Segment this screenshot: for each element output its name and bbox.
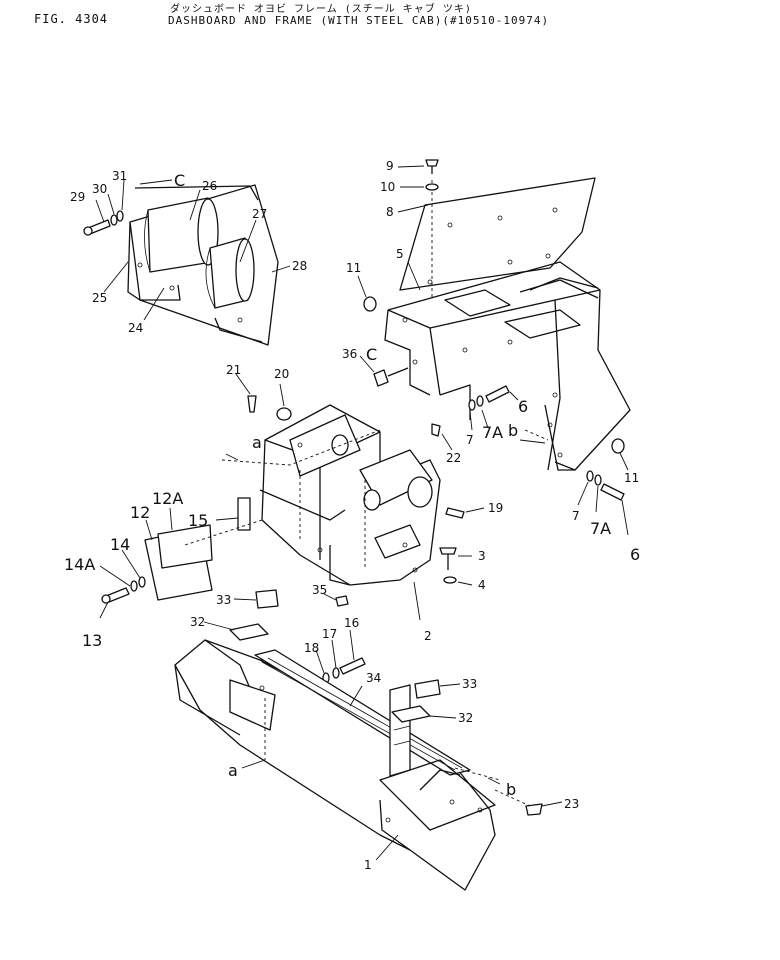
callout-7A-b: 7A xyxy=(590,519,611,538)
callout-14: 14 xyxy=(110,535,130,554)
bolt-9-icon xyxy=(425,159,439,167)
callout-5: 5 xyxy=(396,247,404,261)
ref-b-lower: b xyxy=(506,780,516,799)
figure-number: FIG. 4304 xyxy=(34,12,109,26)
callout-12: 12 xyxy=(130,503,150,522)
callout-7a: 7 xyxy=(466,433,474,447)
callout-35: 35 xyxy=(312,583,327,597)
ref-C-upper: C xyxy=(174,171,185,190)
bracket-15-icon xyxy=(237,497,251,531)
ref-C-lower: C xyxy=(366,345,377,364)
callout-25: 25 xyxy=(92,291,107,305)
callout-21: 21 xyxy=(226,363,241,377)
callout-30: 30 xyxy=(92,182,107,196)
callout-19: 19 xyxy=(488,501,503,515)
callout-8: 8 xyxy=(386,205,394,219)
callout-12A: 12A xyxy=(152,489,183,508)
callout-6a: 6 xyxy=(518,397,528,416)
callout-1: 1 xyxy=(364,858,372,872)
callout-14A: 14A xyxy=(64,555,95,574)
callout-34: 34 xyxy=(366,671,381,685)
pad-32-icon xyxy=(229,623,269,641)
callout-36: 36 xyxy=(342,347,357,361)
callout-7A-a: 7A xyxy=(482,423,503,442)
callout-9: 9 xyxy=(386,159,394,173)
callout-18: 18 xyxy=(304,641,319,655)
callout-29: 29 xyxy=(70,190,85,204)
stud-21-icon xyxy=(247,395,257,413)
callout-23: 23 xyxy=(564,797,579,811)
callout-17: 17 xyxy=(322,627,337,641)
grommet-20-icon xyxy=(276,407,292,421)
pedestal-assembly xyxy=(259,404,441,586)
pad-33b-icon xyxy=(414,679,441,699)
gasket-12A xyxy=(157,524,213,569)
bracket-upright xyxy=(389,684,411,777)
callout-4: 4 xyxy=(478,578,486,592)
callout-26: 26 xyxy=(202,179,217,193)
callout-11b: 11 xyxy=(624,471,639,485)
callout-32b: 32 xyxy=(458,711,473,725)
callout-31: 31 xyxy=(112,169,127,183)
callout-33a: 33 xyxy=(216,593,231,607)
pad-33-icon xyxy=(255,589,279,609)
plug-23-icon xyxy=(525,803,543,816)
title-english: DASHBOARD AND FRAME (WITH STEEL CAB)(#10… xyxy=(168,14,550,27)
callout-3: 3 xyxy=(478,549,486,563)
callout-27: 27 xyxy=(252,207,267,221)
callout-24: 24 xyxy=(128,321,143,335)
callout-6b: 6 xyxy=(630,545,640,564)
ref-a-upper: a xyxy=(252,433,262,452)
callout-32a: 32 xyxy=(190,615,205,629)
callout-7b: 7 xyxy=(572,509,580,523)
title-japanese: ダッシュボード オヨビ フレーム (スチール キャブ ツキ) xyxy=(170,4,472,15)
callout-33b: 33 xyxy=(462,677,477,691)
callout-28: 28 xyxy=(292,259,307,273)
callout-13: 13 xyxy=(82,631,102,650)
callout-20: 20 xyxy=(274,367,289,381)
callout-15: 15 xyxy=(188,511,208,530)
washer-10-icon xyxy=(425,183,439,191)
ref-a-lower: a xyxy=(228,761,238,780)
ref-b-upper: b xyxy=(508,421,518,440)
callout-16: 16 xyxy=(344,616,359,630)
callout-10: 10 xyxy=(380,180,395,194)
frame-and-cover xyxy=(384,177,631,471)
callout-11a: 11 xyxy=(346,261,361,275)
dashboard-body xyxy=(174,639,496,891)
callout-22: 22 xyxy=(446,451,461,465)
callout-2: 2 xyxy=(424,629,432,643)
heater-unit xyxy=(83,184,279,346)
